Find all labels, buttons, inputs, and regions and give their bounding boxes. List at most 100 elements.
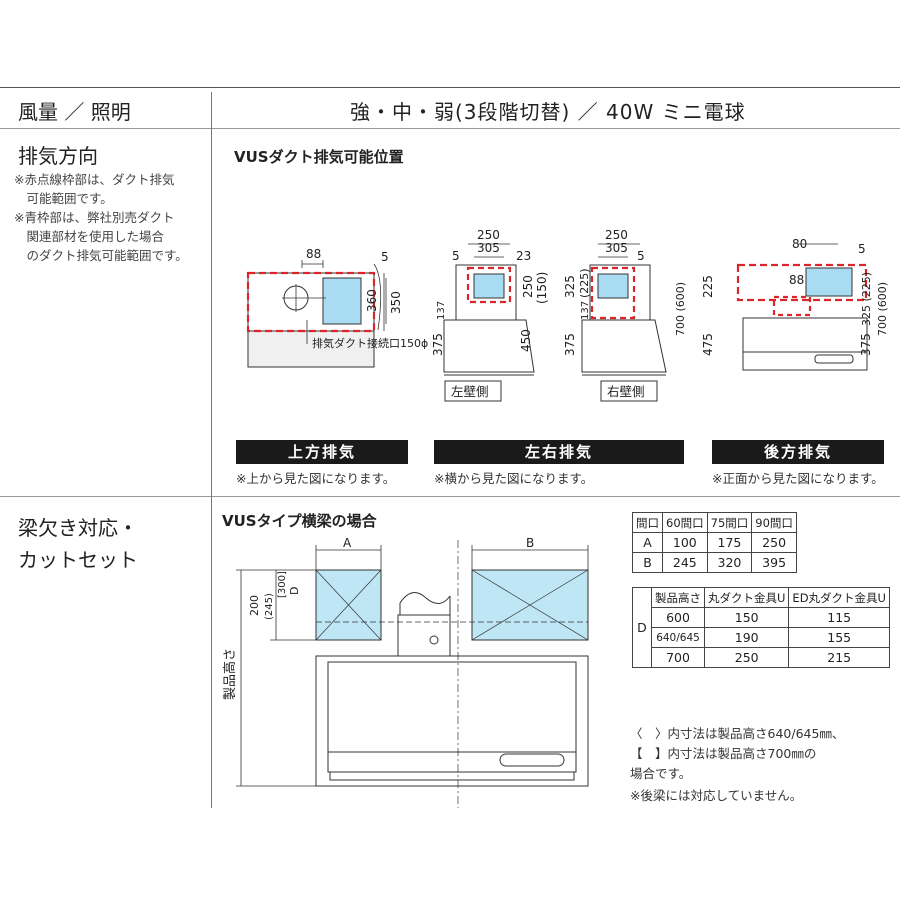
side-exhaust-left-drawing: 250 305 5 23 250 (150) 137 450 375 左壁側 bbox=[431, 228, 549, 402]
exhaust-diagrams: 88 5 360 350 排気ダクト接続口150ϕ 250 305 5 23 2… bbox=[246, 228, 889, 402]
table-cell: 600 bbox=[651, 607, 705, 628]
table-cell: 115 bbox=[788, 607, 890, 628]
dim-label: (245) bbox=[264, 593, 275, 620]
dim-label: 80 bbox=[792, 237, 807, 251]
dim-label: 375 bbox=[431, 333, 445, 356]
airflow-label: 風量 ／ 照明 bbox=[18, 100, 131, 124]
dim-label: 375 bbox=[563, 333, 577, 356]
dim-label: 250 bbox=[521, 275, 535, 298]
exhaust-note-line: 可能範囲です。 bbox=[14, 191, 113, 206]
table-cell: 215 bbox=[788, 647, 890, 668]
table-cell: 245 bbox=[662, 552, 708, 573]
exhaust-label: 排気方向 bbox=[18, 144, 98, 168]
footnote-line: 〈 〉内寸法は製品高さ640/645㎜、 bbox=[630, 726, 845, 741]
column-divider bbox=[211, 92, 212, 808]
dim-label: 305 bbox=[605, 241, 628, 255]
dim-label: 305 bbox=[477, 241, 500, 255]
dim-label: 700 (600) bbox=[876, 282, 889, 336]
table-header: 75間口 bbox=[706, 512, 753, 533]
dim-label: 450 bbox=[519, 329, 533, 352]
dim-label: B bbox=[526, 536, 534, 550]
dim-label: 5 bbox=[858, 242, 866, 256]
dim-label: D bbox=[288, 587, 301, 595]
exhaust-note-line: のダクト排気可能範囲です。 bbox=[14, 248, 188, 263]
footnote-line: 【 】内寸法は製品高さ700㎜の bbox=[630, 746, 817, 761]
dim-label: 250 bbox=[605, 228, 628, 242]
table-header: 60間口 bbox=[662, 512, 708, 533]
table-d: D 製品高さ 丸ダクト金具U ED丸ダクト金具U 600 150 115 640… bbox=[632, 587, 890, 668]
dim-label: (225) bbox=[578, 268, 591, 298]
table-cell: 155 bbox=[788, 627, 890, 648]
dim-label: A bbox=[343, 536, 352, 550]
table-header: ED丸ダクト金具U bbox=[788, 587, 890, 608]
rear-exhaust-drawing: 80 5 88 225 475 325 (225) 375 700 (600) bbox=[701, 237, 889, 371]
exhaust-diagram-title: VUSダクト排気可能位置 bbox=[234, 148, 404, 166]
dim-label: 360 bbox=[365, 289, 379, 312]
table-header: 90間口 bbox=[751, 512, 797, 533]
table-row: 600 150 115 bbox=[633, 607, 890, 628]
upward-exhaust-band: 上方排気 bbox=[236, 440, 408, 464]
dim-label: 5 bbox=[452, 249, 460, 263]
right-wall-caption: 右壁側 bbox=[607, 384, 645, 399]
table-cell: A bbox=[632, 532, 663, 553]
duct-connection-label: 排気ダクト接続口150ϕ bbox=[312, 336, 428, 350]
dim-label: 137 bbox=[436, 301, 447, 320]
dim-label: 250 bbox=[477, 228, 500, 242]
dim-label: 700 (600) bbox=[674, 282, 687, 336]
rear-exhaust-band: 後方排気 bbox=[712, 440, 884, 464]
table-row: B 245 320 395 bbox=[632, 552, 797, 573]
table-row: 640/645 190 155 bbox=[633, 627, 890, 648]
table-row: 700 250 215 bbox=[633, 647, 890, 668]
upward-exhaust-note: ※上から見た図になります。 bbox=[236, 471, 396, 486]
table-cell: 250 bbox=[751, 532, 797, 553]
dim-label: 375 bbox=[859, 333, 873, 356]
rear-exhaust-note: ※正面から見た図になります。 bbox=[712, 471, 884, 486]
table-row: 間口 60間口 75間口 90間口 bbox=[632, 512, 797, 533]
table-cell: 700 bbox=[651, 647, 705, 668]
dim-label: 200 bbox=[248, 595, 261, 616]
row-divider-1 bbox=[0, 128, 900, 129]
row-divider-2 bbox=[0, 496, 900, 497]
table-cell: 175 bbox=[706, 532, 753, 553]
dim-label: 137 bbox=[580, 301, 591, 320]
dim-label: [300] bbox=[277, 571, 288, 598]
dim-label: 350 bbox=[389, 291, 403, 314]
dim-label: 88 bbox=[306, 247, 321, 261]
dim-label: 88 bbox=[789, 273, 804, 287]
upward-exhaust-drawing: 88 5 360 350 排気ダクト接続口150ϕ bbox=[246, 247, 428, 368]
beam-zone-left bbox=[315, 569, 382, 641]
exhaust-note-line: ※青枠部は、弊社別売ダクト bbox=[14, 210, 175, 225]
table-cell: 320 bbox=[706, 552, 753, 573]
dim-label: (150) bbox=[535, 272, 549, 304]
beam-zone-right bbox=[471, 569, 589, 641]
dim-label: 225 bbox=[701, 275, 715, 298]
beam-label-line2: カットセット bbox=[18, 548, 138, 572]
table-cell: 640/645 bbox=[651, 627, 705, 648]
table-row: D 製品高さ 丸ダクト金具U ED丸ダクト金具U bbox=[632, 587, 890, 668]
table-ab: 間口 60間口 75間口 90間口 A 100 175 250 B 245 32… bbox=[632, 512, 797, 573]
beam-label-line1: 梁欠き対応・ bbox=[18, 516, 138, 540]
exhaust-note-line: 関連部材を使用した場合 bbox=[14, 229, 165, 244]
table-cell: 190 bbox=[703, 627, 790, 648]
table-header: 丸ダクト金具U bbox=[703, 587, 790, 608]
dim-label: 5 bbox=[381, 250, 389, 264]
exhaust-note-line: ※赤点線枠部は、ダクト排気 bbox=[14, 172, 175, 187]
side-exhaust-band: 左右排気 bbox=[434, 440, 684, 464]
side-exhaust-right-drawing: 250 305 5 325 (225) 137 375 700 (600) 右壁… bbox=[563, 228, 687, 402]
table-cell: 100 bbox=[662, 532, 708, 553]
footnote-line: ※後梁には対応していません。 bbox=[630, 788, 803, 803]
beam-diagram: A B 製品高さ 200 (245) [300] D bbox=[222, 536, 589, 808]
footnote-line: 場合です。 bbox=[630, 766, 692, 781]
table-header: 間口 bbox=[632, 512, 663, 533]
table-row: A 100 175 250 bbox=[632, 532, 797, 553]
dim-label: 23 bbox=[516, 249, 531, 263]
table-header: 製品高さ bbox=[651, 587, 705, 608]
left-wall-caption: 左壁側 bbox=[451, 384, 489, 399]
table-cell: 150 bbox=[703, 607, 790, 628]
table-cell: 250 bbox=[703, 647, 790, 668]
beam-diagram-title: VUSタイプ横梁の場合 bbox=[222, 512, 377, 530]
table-cell: B bbox=[632, 552, 663, 573]
height-label: 製品高さ bbox=[222, 648, 238, 700]
top-rule bbox=[0, 87, 900, 88]
dim-label: 325 bbox=[563, 275, 577, 298]
